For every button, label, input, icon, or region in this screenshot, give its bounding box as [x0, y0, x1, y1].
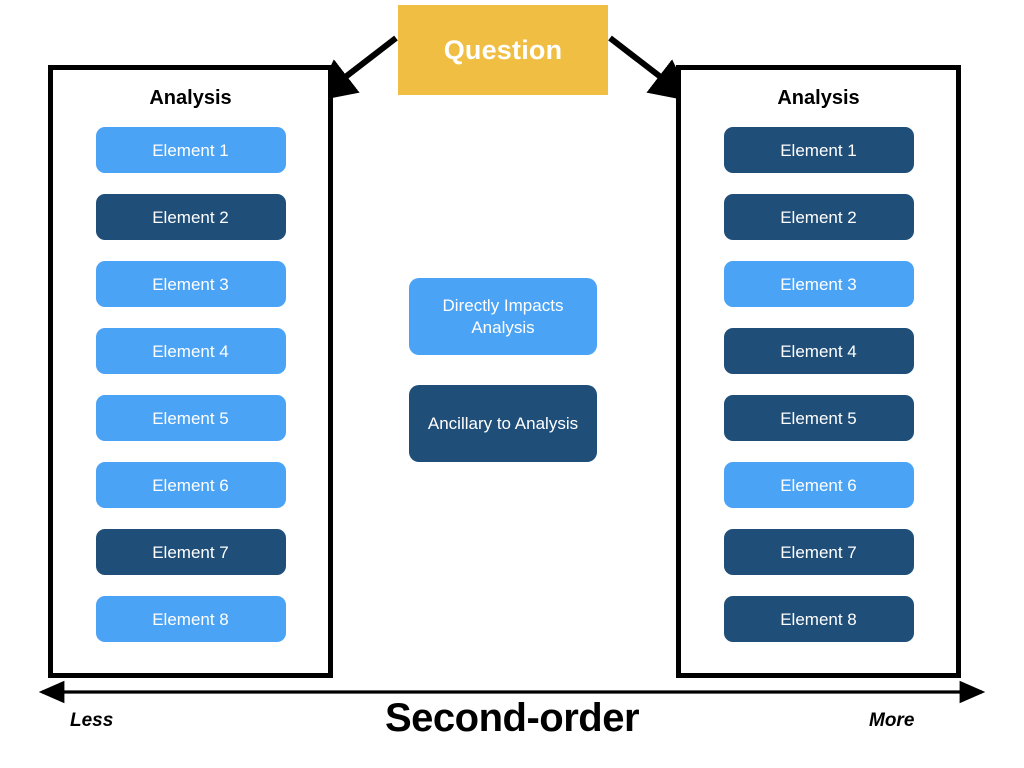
element-left-8[interactable]: Element 8: [95, 596, 286, 642]
element-right-3-label: Element 3: [780, 274, 857, 294]
axis-label-more: More: [869, 710, 915, 731]
element-left-6-label: Element 6: [152, 475, 229, 495]
element-right-1-label: Element 1: [780, 140, 857, 160]
element-right-2[interactable]: Element 2: [723, 194, 914, 240]
question-node[interactable]: Question: [398, 5, 608, 95]
element-left-4-label: Element 4: [152, 341, 229, 361]
element-right-4-label: Element 4: [780, 341, 857, 361]
analysis-panel-left: Analysis Element 1 Element 2 Element 3 E…: [48, 65, 333, 678]
element-right-3[interactable]: Element 3: [723, 261, 914, 307]
legend-item-direct[interactable]: Directly Impacts Analysis: [409, 278, 597, 355]
element-left-7[interactable]: Element 7: [95, 529, 286, 575]
legend-item-direct-label: Directly Impacts Analysis: [442, 295, 564, 337]
axis-title: Second-order: [384, 696, 640, 740]
element-right-4[interactable]: Element 4: [723, 328, 914, 374]
element-list-right: Element 1 Element 2 Element 3 Element 4 …: [681, 127, 956, 642]
element-left-1[interactable]: Element 1: [95, 127, 286, 173]
element-left-6[interactable]: Element 6: [95, 462, 286, 508]
second-order-axis-arrow: [38, 680, 986, 704]
element-right-2-label: Element 2: [780, 207, 857, 227]
arrow-question-to-left-panel: [313, 35, 398, 102]
analysis-panel-right: Analysis Element 1 Element 2 Element 3 E…: [676, 65, 961, 678]
element-right-8-label: Element 8: [780, 609, 857, 629]
question-label: Question: [443, 34, 563, 65]
element-right-6-label: Element 6: [780, 475, 857, 495]
element-left-3[interactable]: Element 3: [95, 261, 286, 307]
legend: Directly Impacts Analysis Ancillary to A…: [409, 278, 597, 462]
element-right-1[interactable]: Element 1: [723, 127, 914, 173]
element-left-4[interactable]: Element 4: [95, 328, 286, 374]
element-left-8-label: Element 8: [152, 609, 229, 629]
element-right-6[interactable]: Element 6: [723, 462, 914, 508]
panel-title-right: Analysis: [777, 87, 860, 109]
element-right-7[interactable]: Element 7: [723, 529, 914, 575]
axis-label-less: Less: [70, 710, 114, 731]
panel-title-left: Analysis: [149, 87, 232, 109]
arrow-question-to-right-panel: [608, 35, 693, 102]
element-left-3-label: Element 3: [152, 274, 229, 294]
element-right-7-label: Element 7: [780, 542, 857, 562]
element-left-5[interactable]: Element 5: [95, 395, 286, 441]
element-left-1-label: Element 1: [152, 140, 229, 160]
element-left-5-label: Element 5: [152, 408, 229, 428]
element-left-2[interactable]: Element 2: [95, 194, 286, 240]
legend-item-ancillary[interactable]: Ancillary to Analysis: [409, 385, 597, 462]
element-left-7-label: Element 7: [152, 542, 229, 562]
element-right-5[interactable]: Element 5: [723, 395, 914, 441]
legend-item-ancillary-label: Ancillary to Analysis: [427, 413, 579, 433]
element-list-left: Element 1 Element 2 Element 3 Element 4 …: [53, 127, 328, 642]
element-right-8[interactable]: Element 8: [723, 596, 914, 642]
element-left-2-label: Element 2: [152, 207, 229, 227]
element-right-5-label: Element 5: [780, 408, 857, 428]
